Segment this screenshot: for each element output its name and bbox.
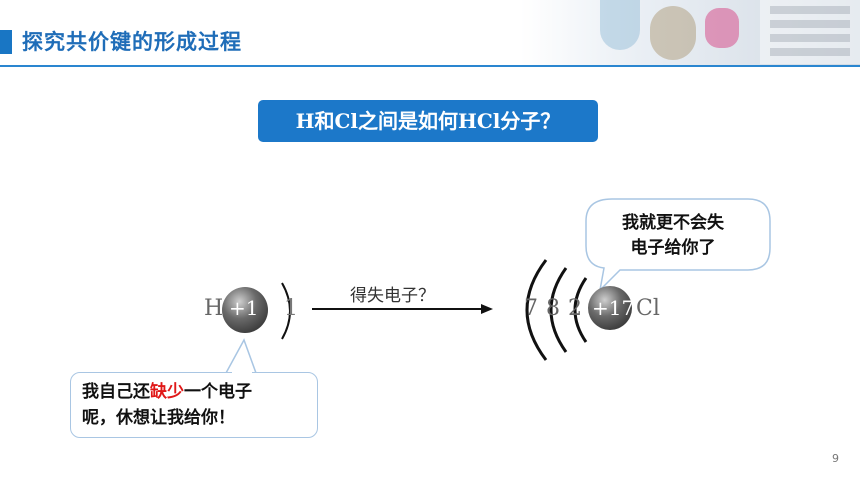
- chlorine-shell-arc-2: [549, 267, 568, 353]
- header-divider: [0, 65, 860, 67]
- beaker-shape: [650, 6, 696, 60]
- bottle-shape: [705, 8, 739, 48]
- chlorine-shell-7: 7: [524, 296, 538, 321]
- speech-left-line1-pre: 我自己还: [82, 382, 150, 402]
- arrow-label: 得失电子？: [350, 286, 435, 306]
- speech-right-text: 我就更不会失 电子给你了: [598, 211, 748, 261]
- chlorine-nucleus: [588, 286, 632, 330]
- hydrogen-nucleus-charge: +1: [229, 296, 259, 320]
- speech-right-line2: 电子给你了: [630, 238, 716, 258]
- header-lab-photo: [520, 0, 860, 65]
- speech-left-line1-post: 一个电子: [184, 382, 252, 402]
- header-accent-bar: [0, 30, 12, 54]
- speech-right-line1: 我就更不会失: [622, 213, 724, 233]
- chlorine-symbol: Cl: [636, 296, 660, 321]
- chlorine-shell-8: 8: [546, 296, 560, 321]
- chlorine-shell-arc-3: [525, 259, 548, 361]
- hydrogen-electron-count: 1: [284, 296, 298, 321]
- page-number: 9: [832, 452, 839, 465]
- speech-left-text: 我自己还缺少一个电子 呢，休想让我给你！: [82, 379, 314, 431]
- speech-left-line2: 呢，休想让我给你！: [82, 408, 235, 428]
- chlorine-nucleus-charge: +17: [592, 296, 635, 320]
- chlorine-shell-2: 2: [568, 296, 582, 321]
- hydrogen-nucleus: [222, 287, 268, 333]
- speech-left-highlight: 缺少: [150, 382, 184, 402]
- slide-header: 探究共价键的形成过程: [0, 0, 860, 67]
- speech-bubble-left-tail: [224, 338, 258, 374]
- slide-title: 探究共价键的形成过程: [22, 30, 242, 54]
- paper-shape: [760, 0, 860, 64]
- question-banner: H和Cl之间是如何HCl分子？: [258, 100, 598, 142]
- hydrogen-symbol: H: [204, 296, 224, 321]
- chlorine-shell-arc-1: [573, 277, 588, 343]
- arrow-head: [481, 304, 493, 314]
- hydrogen-shell-arc: [281, 282, 291, 340]
- flask-shape: [600, 0, 640, 50]
- speech-bubble-left: [70, 372, 318, 438]
- speech-bubble-right: [585, 198, 771, 293]
